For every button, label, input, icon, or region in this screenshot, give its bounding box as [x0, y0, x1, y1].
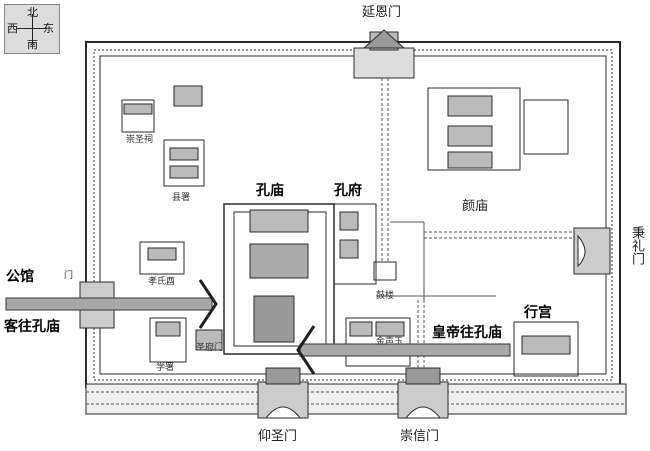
emperor-route-label: 皇帝往孔庙: [432, 325, 502, 341]
compass-north: 北: [27, 6, 38, 19]
south-gate-right-label: 崇信门: [400, 429, 440, 444]
confucius-mansion-compound: [333, 203, 377, 285]
emperor-route-arrow: [296, 325, 511, 375]
small-label-1: 崇圣祠: [126, 135, 154, 145]
south-gate-left: [257, 367, 309, 419]
small-label-3: 学署: [156, 363, 175, 373]
palace-label: 行宫: [524, 305, 552, 321]
compass-vertical-line: [32, 14, 33, 44]
east-gate-tower: [573, 227, 611, 275]
south-gate-left-label: 仰圣门: [258, 429, 298, 444]
drum-tower-label: 鼓楼: [376, 291, 395, 301]
guest-route-label: 客往孔庙: [4, 319, 60, 335]
compass-south: 南: [27, 38, 38, 51]
yan-temple-label: 颜庙: [462, 199, 489, 214]
small-label-2: 孝氏酉: [148, 277, 176, 287]
south-wall-band: [85, 383, 627, 415]
small-label-5: 金声玉: [376, 337, 404, 347]
county-office-label: 县署: [172, 193, 191, 203]
confucius-temple-compound: [223, 203, 335, 355]
west-gate-label: 门: [62, 270, 72, 279]
south-gate-right: [397, 367, 449, 419]
streets: [373, 78, 574, 368]
small-label-4: 圣府门: [196, 343, 224, 353]
north-gate-label: 延恩门: [362, 5, 402, 20]
compass-west: 西: [7, 22, 18, 35]
east-gate-label: 秉礼门: [629, 226, 644, 265]
confucius-mansion-label: 孔府: [334, 183, 362, 199]
confucius-temple-label: 孔庙: [256, 183, 284, 199]
minor-compounds: [121, 85, 411, 367]
north-gate-tower: [353, 29, 415, 79]
guesthouse-label: 公馆: [6, 269, 34, 285]
compass-east: 东: [43, 22, 54, 35]
yan-temple-compound: [427, 87, 569, 171]
palace-compound: [513, 321, 579, 377]
guest-route-arrow: [5, 279, 218, 329]
compass: 北 西 东 南: [4, 4, 60, 54]
